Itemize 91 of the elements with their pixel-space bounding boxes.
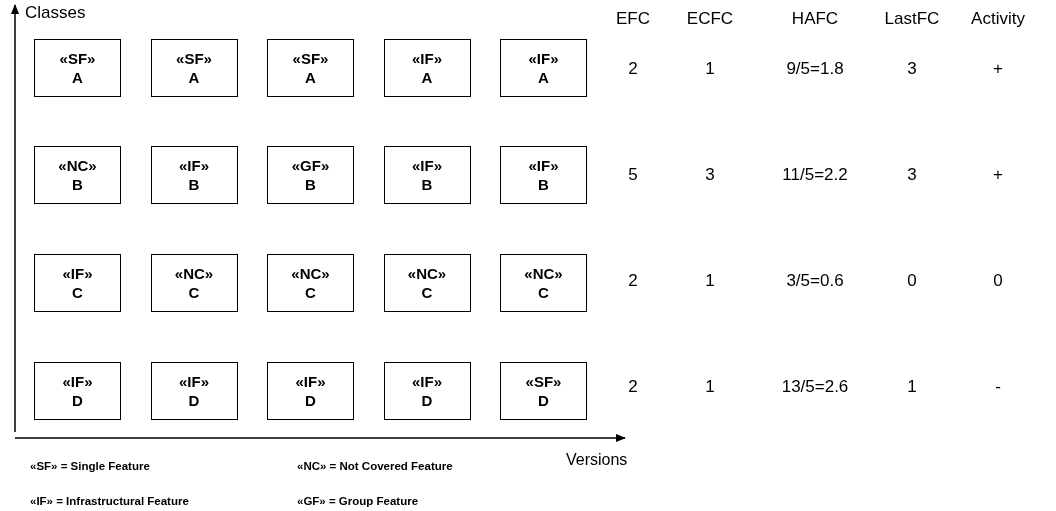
- class-name: B: [538, 175, 549, 194]
- column-header: LastFC: [884, 9, 940, 29]
- class-box: [383, 39, 471, 97]
- class-name: D: [305, 391, 316, 410]
- stereotype-text: «NC»: [291, 264, 330, 283]
- class-box: [500, 362, 587, 420]
- class-box: [34, 146, 121, 204]
- stereotype-text: «IF»: [179, 156, 209, 175]
- class-name: A: [421, 68, 433, 87]
- table-value: 9/5=1.8: [786, 59, 844, 79]
- table-value: 3: [907, 59, 917, 79]
- table-value: +: [993, 165, 1003, 185]
- class-box: [267, 362, 354, 420]
- stereotype-text: «SF»: [292, 49, 329, 68]
- column-header: EFC: [616, 9, 650, 29]
- class-box: [34, 254, 121, 312]
- class-name: A: [538, 68, 549, 87]
- legend-note: «IF» = Infrastructural Feature: [30, 495, 189, 507]
- table-value: 3: [907, 165, 917, 185]
- class-box: [267, 254, 354, 312]
- legend-note: «GF» = Group Feature: [297, 495, 419, 507]
- class-box: [267, 39, 354, 97]
- class-name: A: [188, 68, 200, 87]
- table-value: 1: [705, 59, 715, 79]
- table-value: 3/5=0.6: [786, 271, 844, 291]
- class-box: [383, 362, 471, 420]
- stereotype-text: «IF»: [295, 372, 326, 391]
- table-value: 2: [628, 59, 638, 79]
- stereotype-text: «SF»: [59, 49, 96, 68]
- class-box: [267, 146, 354, 204]
- class-box: [500, 146, 587, 204]
- table-value: 2: [628, 271, 638, 291]
- legend-note: «NC» = Not Covered Feature: [297, 460, 453, 472]
- class-box: [34, 39, 121, 97]
- class-box: [150, 254, 238, 312]
- stereotype-text: «IF»: [528, 49, 559, 68]
- table-value: 13/5=2.6: [781, 377, 849, 397]
- table-value: 1: [907, 377, 917, 397]
- column-header: ECFC: [686, 9, 734, 29]
- table-value: -: [995, 377, 1001, 397]
- axis-label: Classes: [25, 3, 86, 23]
- class-name: B: [188, 175, 200, 194]
- stereotype-text: «NC»: [58, 156, 97, 175]
- class-name: A: [305, 68, 316, 87]
- table-value: 2: [628, 377, 638, 397]
- class-box: [150, 39, 238, 97]
- stereotype-text: «NC»: [174, 264, 214, 283]
- legend-note: «SF» = Single Feature: [30, 460, 150, 472]
- column-header: Activity: [971, 9, 1025, 29]
- class-box: [500, 254, 587, 312]
- table-value: 1: [705, 271, 715, 291]
- class-name: C: [188, 283, 200, 302]
- table-value: 1: [705, 377, 715, 397]
- table-value: 0: [993, 271, 1003, 291]
- stereotype-text: «SF»: [525, 372, 562, 391]
- class-name: C: [421, 283, 433, 302]
- class-name: D: [421, 391, 433, 410]
- stereotype-text: «IF»: [412, 49, 442, 68]
- table-value: +: [993, 59, 1003, 79]
- class-name: A: [72, 68, 83, 87]
- axis-label: Versions: [566, 451, 628, 469]
- class-box: [150, 146, 238, 204]
- stereotype-text: «SF»: [176, 49, 212, 68]
- class-name: B: [421, 175, 433, 194]
- class-box: [383, 146, 471, 204]
- stereotype-text: «NC»: [407, 264, 447, 283]
- stereotype-text: «IF»: [528, 156, 559, 175]
- stereotype-text: «IF»: [412, 372, 442, 391]
- class-name: C: [72, 283, 83, 302]
- class-name: D: [538, 391, 549, 410]
- table-value: 0: [907, 271, 917, 291]
- class-name: D: [72, 391, 83, 410]
- stereotype-text: «IF»: [412, 156, 442, 175]
- stereotype-text: «NC»: [524, 264, 563, 283]
- table-value: 11/5=2.2: [782, 165, 848, 185]
- column-header: HAFC: [791, 9, 839, 29]
- table-value: 5: [628, 165, 638, 185]
- stereotype-text: «IF»: [62, 264, 93, 283]
- class-name: B: [305, 175, 316, 194]
- class-name: D: [188, 391, 200, 410]
- stereotype-text: «GF»: [291, 156, 330, 175]
- table-value: 3: [705, 165, 715, 185]
- class-box: [500, 39, 587, 97]
- stereotype-text: «IF»: [179, 372, 209, 391]
- class-box: [383, 254, 471, 312]
- class-box: [150, 362, 238, 420]
- class-box: [34, 362, 121, 420]
- class-name: C: [538, 283, 549, 302]
- stereotype-text: «IF»: [62, 372, 93, 391]
- class-name: B: [72, 175, 83, 194]
- class-name: C: [305, 283, 316, 302]
